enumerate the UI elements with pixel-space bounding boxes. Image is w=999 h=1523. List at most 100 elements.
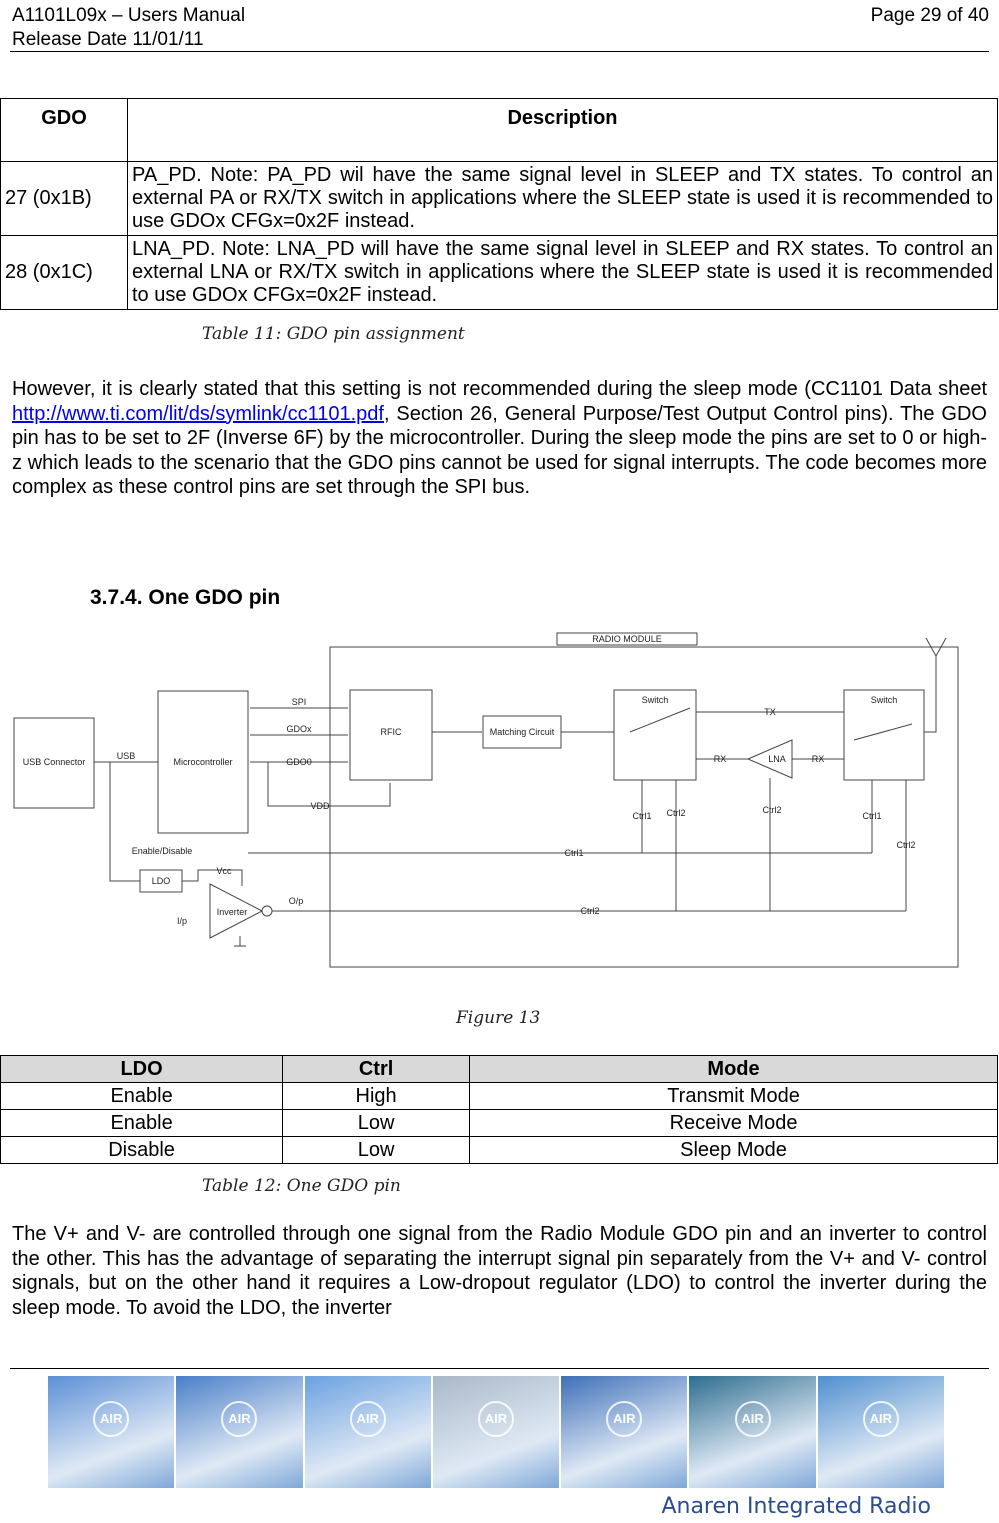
gdo-code: 28 (0x1C) — [0, 235, 128, 310]
ctrl-col-header: Ctrl — [282, 1055, 471, 1083]
rx-left-label: RX — [714, 754, 727, 764]
ctrl-cell: Low — [282, 1109, 471, 1137]
table-12-caption: Table 12: One GDO pin — [202, 1176, 401, 1196]
vcc-line — [182, 869, 243, 886]
table-row: 27 (0x1B) PA_PD. Note: PA_PD wil have th… — [0, 161, 998, 236]
banner-tile: AIR — [432, 1376, 560, 1488]
gdo-desc: LNA_PD. Note: LNA_PD will have the same … — [127, 235, 998, 310]
banner-tile: AIR — [176, 1376, 303, 1488]
table-row: 28 (0x1C) LNA_PD. Note: LNA_PD will have… — [0, 235, 998, 310]
radio-module-label-box — [556, 632, 698, 646]
air-logo-icon: AIR — [862, 1400, 899, 1437]
inverter-label: Inverter — [217, 907, 248, 917]
radio-module-box — [329, 646, 959, 968]
ip-label: I/p — [177, 916, 187, 926]
air-logo-icon: AIR — [221, 1400, 258, 1437]
section-heading: 3.7.4. One GDO pin — [90, 586, 281, 609]
gdo-table-header: GDO Description — [0, 98, 998, 162]
gdo-table: GDO Description 27 (0x1B) PA_PD. Note: P… — [0, 98, 998, 310]
table-row: Disable Low Sleep Mode — [0, 1136, 998, 1164]
ctrl1-bus-label: Ctrl1 — [564, 848, 583, 858]
banner-tile: AIR — [689, 1376, 816, 1488]
para1-text-before: However, it is clearly stated that this … — [12, 378, 987, 400]
switch-1-blade — [629, 707, 691, 733]
ctrl-cell: Low — [282, 1136, 471, 1164]
usb-connector-label: USB Connector — [23, 757, 86, 767]
body-paragraph-1: However, it is clearly stated that this … — [12, 377, 987, 500]
vdd-line — [267, 762, 391, 807]
ldo-label: LDO — [152, 876, 171, 886]
usb-connector-box — [13, 717, 95, 809]
ldo-cell: Enable — [0, 1109, 284, 1137]
ldo-cell: Disable — [0, 1136, 284, 1164]
footer-divider — [10, 1368, 989, 1369]
footer-banner: AIR AIR AIR AIR AIR AIR AIR — [48, 1376, 944, 1488]
header-title: A1101L09x – Users Manual Release Date 11… — [12, 4, 245, 52]
enable-disable-label: Enable/Disable — [132, 846, 193, 856]
switch-2-blade — [853, 723, 913, 741]
banner-tile: AIR — [48, 1376, 175, 1488]
ldo-cell: Enable — [0, 1082, 284, 1110]
switch-1-label: Switch — [642, 695, 669, 705]
ctrl1-a-label: Ctrl1 — [632, 811, 651, 821]
gdo-desc: PA_PD. Note: PA_PD wil have the same sig… — [127, 161, 998, 236]
switch-1-box — [613, 689, 697, 781]
mode-col-header: Mode — [469, 1055, 998, 1083]
table-row: Enable High Transmit Mode — [0, 1082, 998, 1110]
doc-title: A1101L09x – Users Manual — [12, 5, 246, 26]
mode-cell: Sleep Mode — [469, 1136, 998, 1164]
switch-2-label: Switch — [871, 695, 898, 705]
gdo-code: 27 (0x1B) — [0, 161, 128, 236]
radio-module-label: RADIO MODULE — [592, 634, 662, 644]
usb-label: USB — [117, 751, 136, 761]
switch-2-box — [843, 689, 925, 781]
microcontroller-label: Microcontroller — [173, 757, 232, 767]
banner-tile: AIR — [817, 1376, 944, 1488]
ldo-col-header: LDO — [0, 1055, 284, 1083]
mode-cell: Transmit Mode — [469, 1082, 998, 1110]
air-logo-icon: AIR — [349, 1400, 386, 1437]
ctrl2-a-label: Ctrl2 — [666, 808, 685, 818]
usb-ldo-line — [109, 762, 140, 882]
rfic-box — [349, 689, 433, 781]
rx-right-label: RX — [812, 754, 825, 764]
mode-cell: Receive Mode — [469, 1109, 998, 1137]
banner-tile: AIR — [561, 1376, 688, 1488]
ctrl-cell: High — [282, 1082, 471, 1110]
op-label: O/p — [289, 896, 304, 906]
release-date: Release Date 11/01/11 — [12, 29, 204, 50]
ctrl2-bus-label: Ctrl2 — [580, 906, 599, 916]
ctrl2-b-label: Ctrl2 — [762, 805, 781, 815]
air-logo-icon: AIR — [93, 1400, 130, 1437]
ctrl2-c-label: Ctrl2 — [896, 840, 915, 850]
spi-label: SPI — [292, 697, 307, 707]
rfic-label: RFIC — [381, 727, 402, 737]
anaren-brand: Anaren Integrated Radio — [661, 1494, 931, 1519]
header-divider — [10, 51, 989, 52]
gdox-label: GDOx — [286, 724, 312, 734]
ctrl1-b-label: Ctrl1 — [862, 811, 881, 821]
datasheet-link[interactable]: http://www.ti.com/lit/ds/symlink/cc1101.… — [12, 402, 384, 425]
air-logo-icon: AIR — [734, 1400, 771, 1437]
description-col-header: Description — [127, 98, 998, 162]
antenna-icon — [924, 637, 947, 733]
inverter-gate — [209, 883, 264, 939]
mode-table-header: LDO Ctrl Mode — [0, 1055, 998, 1083]
banner-tile: AIR — [304, 1376, 431, 1488]
matching-circuit-label: Matching Circuit — [490, 727, 555, 737]
gdo-col-header: GDO — [0, 98, 128, 162]
figure-13-caption: Figure 13 — [456, 1008, 541, 1028]
vcc-label: Vcc — [216, 866, 232, 876]
microcontroller-box — [157, 690, 249, 834]
lna-label: LNA — [768, 754, 786, 764]
air-logo-icon: AIR — [606, 1400, 643, 1437]
table-row: Enable Low Receive Mode — [0, 1109, 998, 1137]
one-gdo-pin-block-diagram: RADIO MODULE USB Connector USB Microcont… — [13, 632, 959, 968]
tx-label: TX — [764, 707, 776, 717]
mode-table: LDO Ctrl Mode Enable High Transmit Mode … — [0, 1055, 998, 1164]
table-11-caption: Table 11: GDO pin assignment — [202, 324, 465, 344]
gdo0-label: GDO0 — [286, 757, 312, 767]
body-paragraph-2: The V+ and V- are controlled through one… — [12, 1223, 987, 1319]
vdd-label: VDD — [310, 801, 330, 811]
page-number: Page 29 of 40 — [870, 5, 989, 26]
